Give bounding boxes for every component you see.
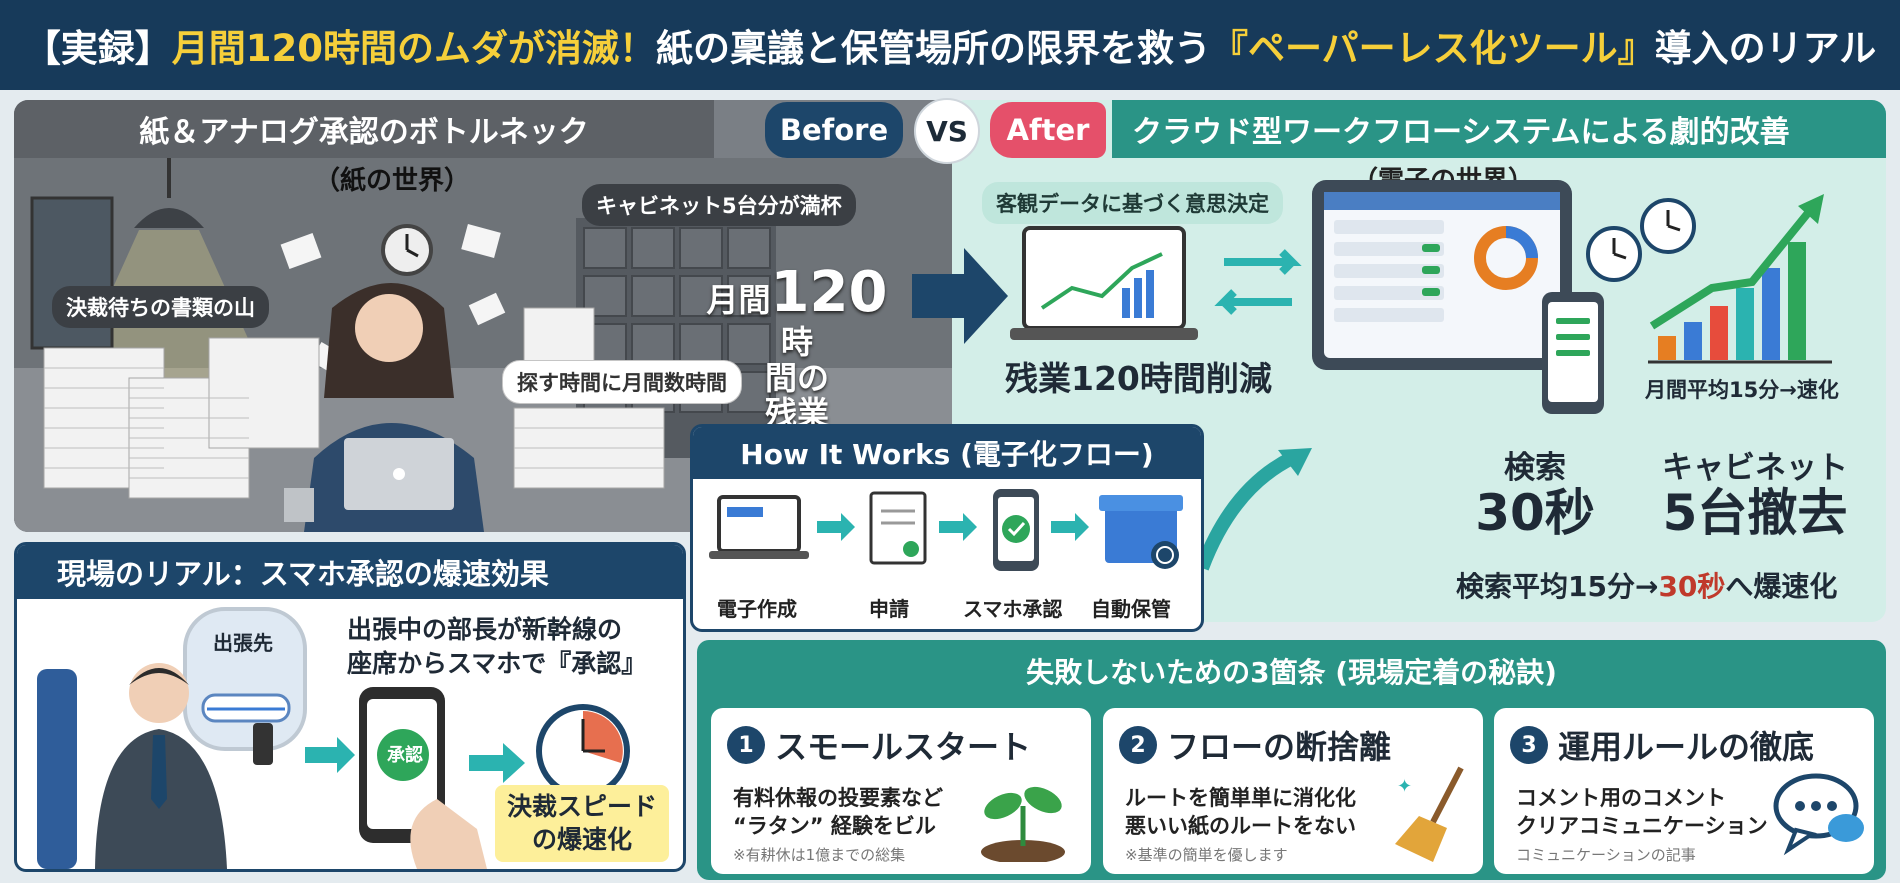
storage-box-icon (1099, 495, 1183, 569)
overtime-unit: 時 (780, 322, 813, 361)
search-average-value: 30秒 (1658, 570, 1726, 603)
three-rules-title: 失敗しないための3箇条 (現場定着の秘訣) (1026, 656, 1557, 689)
rule-note: ※有耕休は1億までの総集 (733, 846, 906, 864)
laptop-icon (709, 495, 809, 559)
search-average-prefix: 検索平均15分→ (1456, 570, 1659, 603)
overtime-line-2: 間の (764, 358, 829, 397)
sprout-icon (981, 786, 1065, 862)
search-time-label: 探す時間に月間数時間 (502, 360, 742, 404)
rule-line-2: クリアコミュニケーション (1516, 814, 1768, 838)
monthly-speed-label: 月間平均15分→速化 (1645, 378, 1839, 402)
rule-card-2: 2 フローの断捨離 ルートを簡単単に消化化 悪いい紙のルートをない ※基準の簡単を… (1103, 708, 1483, 874)
search-average-line: 検索平均15分→30秒へ爆速化 (1456, 565, 1837, 605)
rule-line-1: ルートを簡単単に消化化 (1125, 786, 1356, 810)
objective-data-label: 客観データに基づく意思決定 (982, 182, 1283, 224)
phone-check-icon (993, 489, 1039, 571)
step-auto-store: 自動保管 (1091, 597, 1171, 621)
chat-bubble-icon (1773, 773, 1864, 856)
metric-search-label: 検索 (1504, 450, 1566, 486)
rule-line-2: “ラタン” 経験をビル (733, 814, 936, 838)
field-description-line-2: 座席からスマホで『承認』 (347, 648, 647, 678)
transition-arrow-icon (912, 248, 1008, 344)
before-section-title: 紙＆アナログ承認のボトルネック (14, 100, 714, 158)
after-badge: After (990, 102, 1106, 158)
overtime-callout: 月間120時 間の 残業 (692, 260, 902, 432)
rule-number: 1 (727, 726, 765, 764)
metric-cabinet-value: 5台撤去 (1662, 484, 1848, 542)
field-description: 出張中の部長が新幹線の 座席からスマホで『承認』 (347, 613, 646, 681)
rule-title: 運用ルールの徹底 (1558, 728, 1815, 766)
header-suffix: 導入のリアル (1654, 27, 1877, 70)
three-rules-panel: 失敗しないための3箇条 (現場定着の秘訣) 1 スモールスタート 有料休報の投要素… (697, 640, 1886, 880)
step-apply: 申請 (869, 597, 909, 621)
broom-icon: ✦ (1395, 766, 1464, 862)
before-panel: 紙＆アナログ承認のボトルネック （紙の世界） キャビネット5台分が満杯 決裁待ち… (14, 100, 952, 532)
header-highlight: 月間120時間のムダが消滅！ (171, 27, 656, 70)
rule-note: コミュニケーションの記事 (1516, 846, 1696, 864)
document-icon (869, 491, 927, 565)
approval-speed-badge: 決裁スピード の爆速化 (495, 785, 670, 862)
header-prefix: 【実録】 (23, 27, 172, 70)
metric-search: 検索 30秒 (1460, 442, 1610, 540)
flow-icons (709, 489, 1183, 571)
paper-world-label: （紙の世界） (314, 166, 471, 196)
bullet-train-scene-illustration (37, 607, 630, 869)
rule-number: 2 (1119, 726, 1157, 764)
vs-badge: VS (914, 98, 980, 164)
approval-speed-line-1: 決裁スピード (507, 792, 658, 821)
metric-cabinet-label: キャビネット (1662, 450, 1848, 486)
approval-speed-line-2: の爆速化 (532, 824, 633, 854)
page-header: 【実録】 月間120時間のムダが消滅！ 紙の稟議と保管場所の限界を救う 『ペーパ… (0, 0, 1900, 90)
pending-pile-label: 決裁待ちの書類の山 (52, 286, 269, 328)
rule-note: ※基準の簡単を優します (1125, 846, 1288, 864)
rule-title: スモールスタート (775, 728, 1032, 766)
svg-text:✦: ✦ (1397, 776, 1412, 797)
rule-card-1: 1 スモールスタート 有料休報の投要素など “ラタン” 経験をビル ※有耕休は1億… (711, 708, 1091, 874)
field-reality-panel: 現場のリアル：スマホ承認の爆速効果 出張先 出張中の部長が新幹線の 座席からスマ… (14, 542, 686, 872)
metric-search-value: 30秒 (1475, 484, 1595, 542)
overtime-reduction-label: 残業120時間削減 (1005, 359, 1272, 398)
field-reality-title: 現場のリアル：スマホ承認の爆速効果 (17, 545, 683, 599)
search-average-suffix: へ爆速化 (1725, 570, 1838, 603)
header-middle: 紙の稟議と保管場所の限界を救う (655, 27, 1211, 70)
header-highlight-2: 『ペーパーレス化ツール』 (1210, 27, 1655, 70)
metric-cabinet: キャビネット 5台撤去 (1640, 442, 1870, 540)
after-section-title: クラウド型ワークフローシステムによる劇的改善 (1112, 100, 1886, 158)
cabinet-full-label: キャビネット5台分が満杯 (582, 184, 856, 226)
step-mobile-approve: スマホ承認 (963, 597, 1063, 621)
approve-button-graphic: 承認 (387, 745, 423, 766)
field-description-line-1: 出張中の部長が新幹線の (347, 615, 623, 644)
overtime-month: 月間 (706, 281, 771, 319)
rule-title: フローの断捨離 (1167, 728, 1392, 766)
before-badge: Before (765, 102, 903, 158)
rule-line-2: 悪いい紙のルートをない (1125, 814, 1356, 838)
rule-line-1: 有料休報の投要素など (733, 786, 943, 810)
how-it-works-panel: How It Works (電子化フロー) 電子作成 申請 スマホ承認 自動保管 (690, 424, 1204, 632)
rule-line-1: コメント用のコメント (1516, 786, 1726, 810)
rule-number: 3 (1510, 726, 1548, 764)
how-it-works-title: How It Works (電子化フロー) (693, 427, 1201, 479)
business-trip-label: 出張先 (213, 631, 273, 655)
rule-card-3: 3 運用ルールの徹底 コメント用のコメント クリアコミュニケーション コミュニケー… (1494, 708, 1874, 874)
overtime-number: 120 (770, 260, 888, 325)
step-create: 電子作成 (717, 597, 797, 621)
